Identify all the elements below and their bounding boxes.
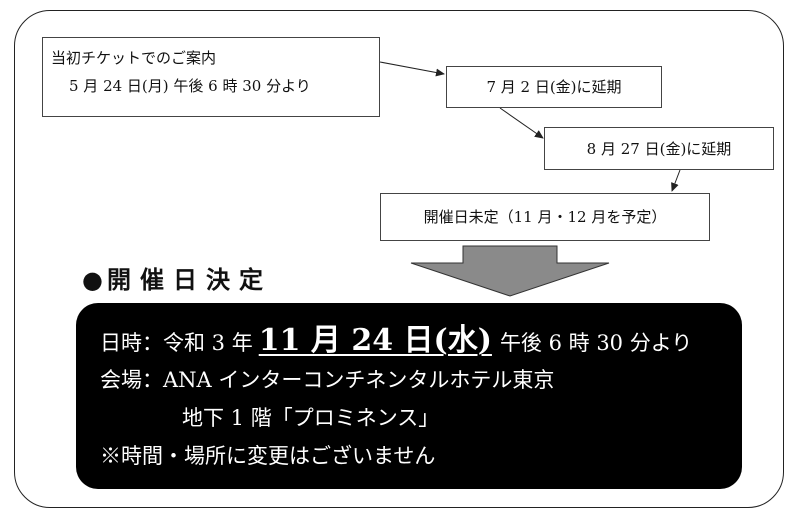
- event-note: ※時間・場所に変更はございません: [100, 444, 436, 468]
- postpone-august-box: 8 月 27 日(金)に延期: [544, 127, 774, 170]
- down-arrow-icon: [410, 245, 610, 297]
- event-venue-floor-row: 地下 1 階「プロミネンス」: [100, 399, 742, 437]
- date-decided-heading: ●開催日決定: [82, 263, 272, 297]
- date-decided-title: 開催日決定: [106, 266, 272, 294]
- event-venue-label: 会場：: [100, 368, 163, 392]
- connector-arrow-3: [671, 169, 681, 192]
- bullet-icon: ●: [82, 266, 107, 294]
- event-note-row: ※時間・場所に変更はございません: [100, 437, 742, 475]
- connector-arrow-1: [379, 61, 445, 77]
- connector-arrow-2: [499, 107, 544, 139]
- event-time: 午後 6 時 30 分より: [499, 331, 693, 355]
- date-undecided-label: 開催日未定（11 月・12 月を予定）: [423, 208, 667, 226]
- event-date-main: 11 月 24 日(水): [258, 323, 492, 358]
- postpone-july-label: 7 月 2 日(金)に延期: [486, 78, 622, 96]
- event-venue-row: 会場：ANA インターコンチネンタルホテル東京: [100, 361, 742, 399]
- postpone-august-label: 8 月 27 日(金)に延期: [586, 140, 732, 158]
- event-venue-name: ANA インターコンチネンタルホテル東京: [163, 368, 555, 392]
- date-undecided-box: 開催日未定（11 月・12 月を予定）: [380, 193, 710, 241]
- original-schedule-date: 5 月 24 日(月) 午後 6 時 30 分より: [69, 77, 311, 95]
- event-venue-floor: 地下 1 階「プロミネンス」: [182, 406, 440, 430]
- postpone-july-box: 7 月 2 日(金)に延期: [446, 66, 662, 108]
- original-schedule-title: 当初チケットでのご案内: [51, 49, 217, 67]
- event-date-label: 日時：令和 3 年: [100, 331, 253, 355]
- original-schedule-box: 当初チケットでのご案内 5 月 24 日(月) 午後 6 時 30 分より: [42, 37, 380, 117]
